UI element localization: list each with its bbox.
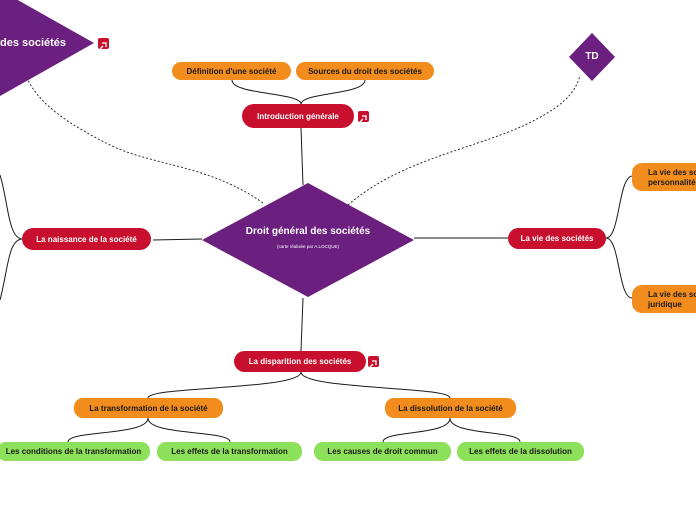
node-vie-juridique-line2: juridique xyxy=(648,300,682,309)
td-diamond[interactable] xyxy=(569,33,615,81)
node-vie-personnalite[interactable]: La vie des so personnalité xyxy=(632,163,696,191)
central-subtitle: (carte réalisée par A.LOCQUE) xyxy=(276,244,340,249)
node-causes-droit-commun[interactable]: Les causes de droit commun xyxy=(314,442,451,461)
connector-naissance xyxy=(152,238,203,241)
connector-intro xyxy=(300,127,304,186)
connector-transformation-children xyxy=(67,417,231,443)
connector-vie-children xyxy=(605,175,633,299)
node-disparition-societes[interactable]: La disparition des sociétés xyxy=(234,351,366,372)
node-vie-juridique-line1: La vie des so xyxy=(648,290,696,299)
dashed-link-td xyxy=(347,74,581,206)
node-effets-transformation[interactable]: Les effets de la transformation xyxy=(157,442,302,461)
node-introduction-generale[interactable]: Introduction générale xyxy=(242,104,354,128)
node-vie-societes[interactable]: La vie des sociétés xyxy=(508,228,606,249)
td-diamond-label: TD xyxy=(585,51,599,62)
dashed-link-topleft xyxy=(27,79,264,204)
node-dissolution-societe[interactable]: La dissolution de la société xyxy=(385,398,516,418)
link-icon[interactable] xyxy=(368,356,379,368)
link-arrow-icon xyxy=(359,115,367,123)
node-vie-personnalite-line1: La vie des so xyxy=(648,168,696,177)
connector-dissolution-children xyxy=(382,417,521,443)
link-arrow-icon xyxy=(99,42,107,50)
link-arrow-icon xyxy=(369,360,377,368)
connector-naissance-left xyxy=(0,174,23,301)
node-effets-dissolution[interactable]: Les effets de la dissolution xyxy=(457,442,584,461)
top-left-diamond[interactable] xyxy=(0,0,94,96)
node-transformation-societe[interactable]: La transformation de la société xyxy=(74,398,223,418)
link-icon[interactable] xyxy=(358,111,369,123)
central-diamond[interactable] xyxy=(202,183,414,297)
node-vie-juridique[interactable]: La vie des so juridique xyxy=(632,285,696,313)
node-vie-personnalite-line2: personnalité xyxy=(648,178,696,187)
connector-disparition xyxy=(300,297,304,352)
connector-intro-children xyxy=(231,79,366,105)
link-icon[interactable] xyxy=(98,38,109,50)
node-sources-droit[interactable]: Sources du droit des sociétés xyxy=(296,62,434,80)
node-conditions-transformation[interactable]: Les conditions de la transformation xyxy=(0,442,150,461)
node-naissance-societe[interactable]: La naissance de la société xyxy=(22,228,151,250)
top-left-diamond-label: des sociétés xyxy=(0,37,67,49)
central-title: Droit général des sociétés xyxy=(245,226,371,237)
node-definition-societe[interactable]: Définition d'une société xyxy=(172,62,291,80)
connector-disparition-children xyxy=(147,371,451,399)
